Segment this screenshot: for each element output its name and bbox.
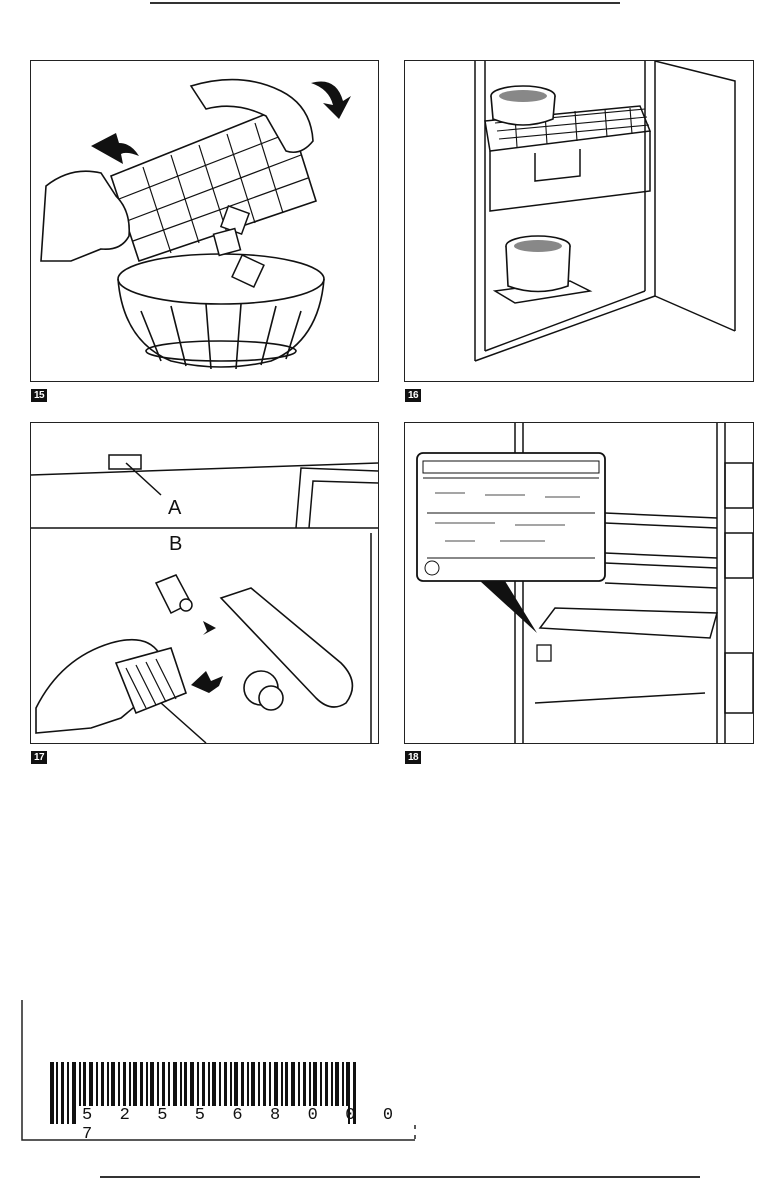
figure-16-panel — [404, 60, 754, 382]
callout-a: A — [168, 497, 181, 520]
bottom-scan-rule — [100, 1176, 700, 1178]
figure-18-number: 18 — [405, 751, 421, 764]
ice-tray-illustration — [31, 61, 378, 381]
figure-17-panel: A B — [30, 422, 379, 744]
figure-15-number: 15 — [31, 389, 47, 402]
barcode-block: 5 2 5 5 6 8 0 0 0 7 — [20, 1000, 420, 1148]
figure-17-number: 17 — [31, 751, 47, 764]
rating-plate-illustration — [405, 423, 753, 743]
figure-16-number: 16 — [405, 389, 421, 402]
fridge-pots-illustration — [405, 61, 753, 381]
figure-18-panel — [404, 422, 754, 744]
defrost-drain-illustration — [31, 423, 378, 743]
top-scan-rule — [150, 2, 620, 4]
figure-15-panel — [30, 60, 379, 382]
barcode-digits: 5 2 5 5 6 8 0 0 0 7 — [82, 1106, 420, 1144]
callout-b: B — [169, 533, 182, 556]
